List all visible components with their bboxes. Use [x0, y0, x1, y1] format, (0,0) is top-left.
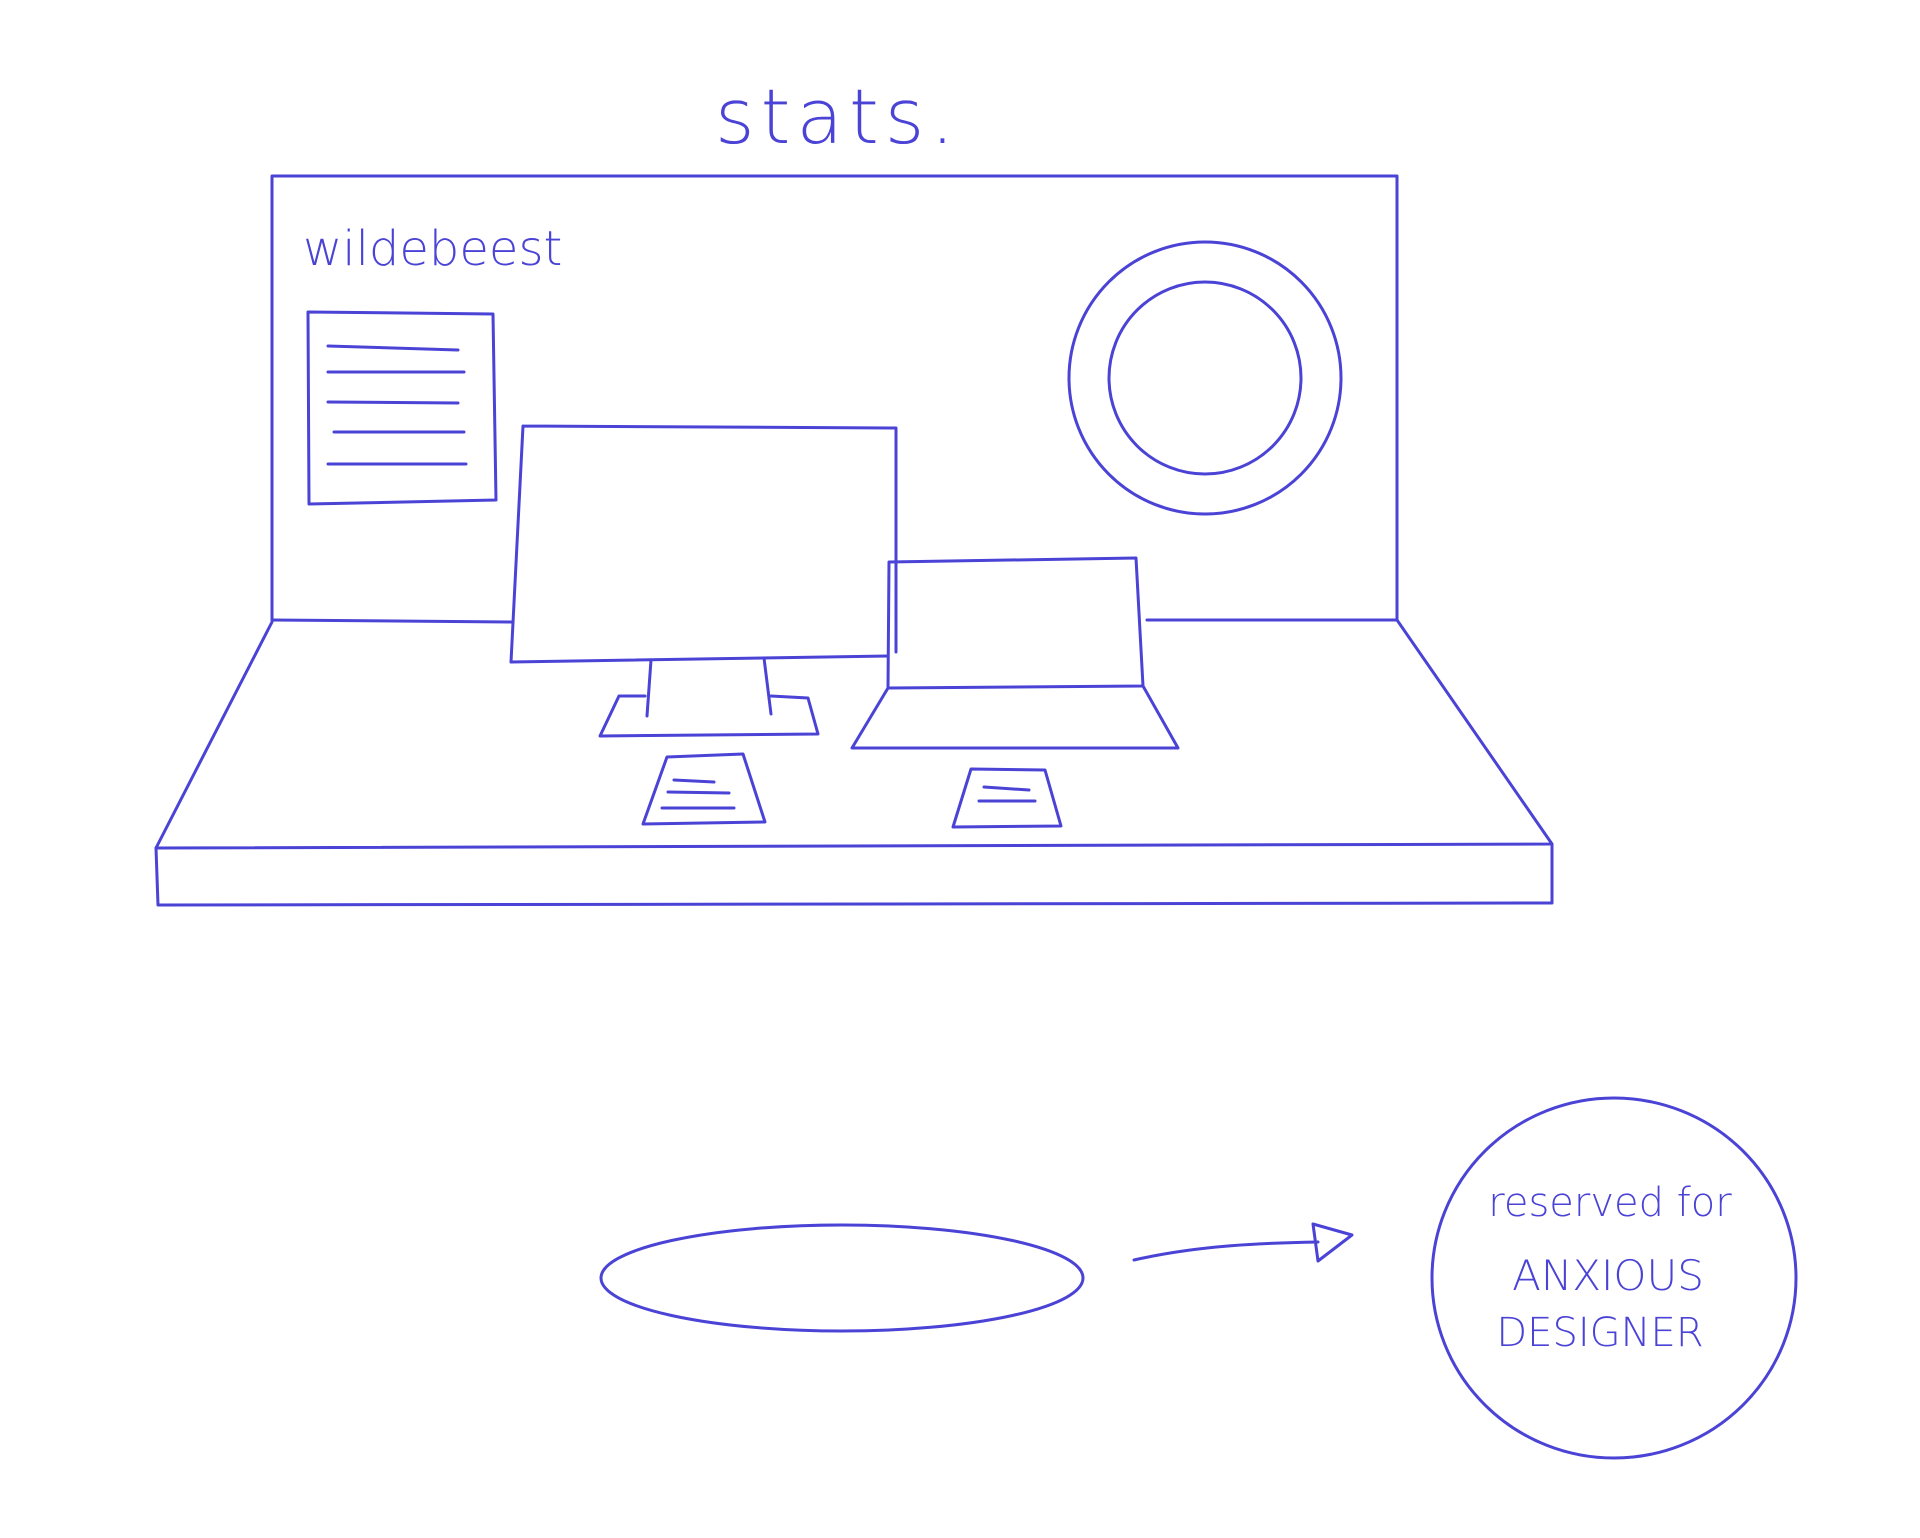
ring-decoration [1067, 240, 1343, 516]
laptop [850, 556, 1180, 750]
poster-document [306, 310, 498, 506]
reserved-note-line2: ANXIOUS [1512, 1251, 1704, 1300]
reserved-note-line3: DESIGNER [1496, 1310, 1703, 1356]
board-label: wildebeest [303, 221, 562, 277]
page-title: stats. [715, 72, 961, 161]
booth-back-wall [270, 174, 1399, 622]
monitor [509, 424, 898, 738]
ellipse-placeholder [599, 1223, 1085, 1333]
desk-note-left [641, 752, 767, 826]
desk-note-right [951, 767, 1063, 829]
desk-surface [154, 618, 1554, 907]
reserved-note-line1: reserved for [1488, 1180, 1732, 1226]
arrow-icon [1132, 1222, 1354, 1263]
reserved-badge: reserved for ANXIOUS DESIGNER [1430, 1096, 1798, 1460]
